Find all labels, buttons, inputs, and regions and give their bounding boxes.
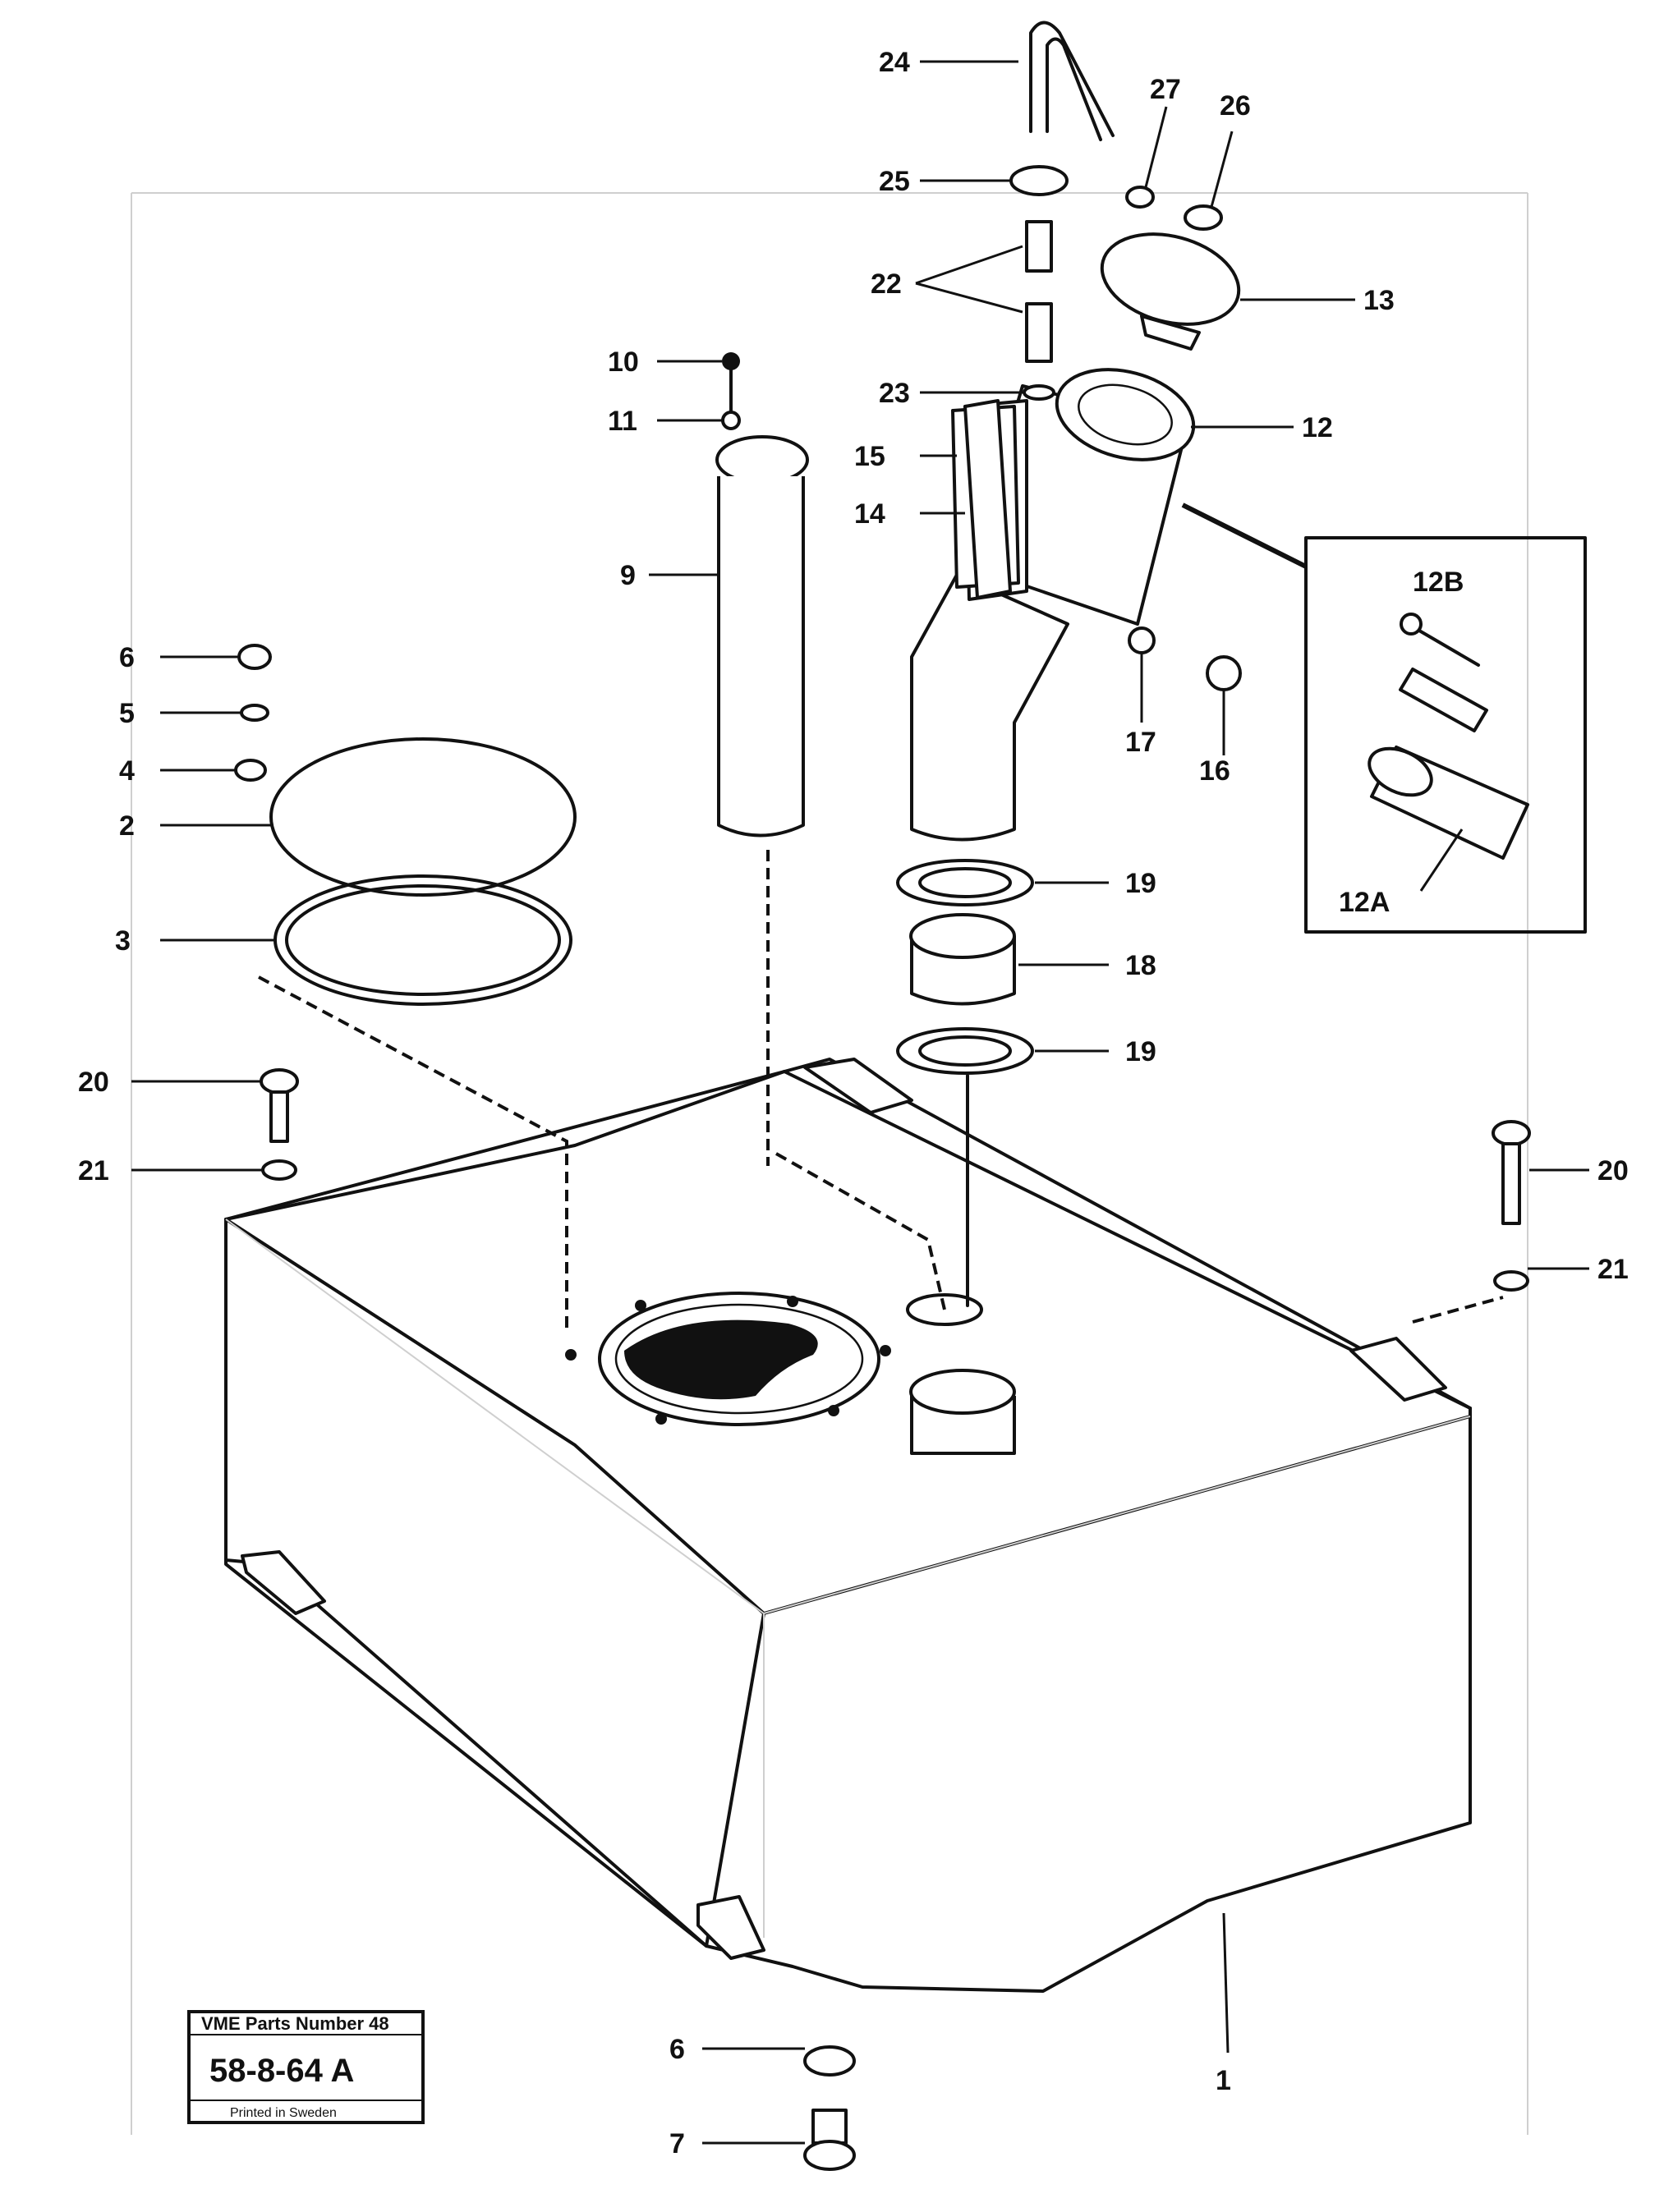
label-6: 6 xyxy=(119,642,135,673)
label-23: 23 xyxy=(879,378,910,409)
sealing-ring-19-bottom xyxy=(896,1027,1034,1307)
label-11: 11 xyxy=(608,406,637,437)
filler-pipe-12 xyxy=(910,368,1196,842)
label-7: 7 xyxy=(669,2128,685,2159)
inset-strainer-detail xyxy=(1181,503,1587,934)
gasket-14-15 xyxy=(963,399,1012,599)
nipples-22 xyxy=(1025,220,1053,363)
label-24: 24 xyxy=(879,47,910,78)
label-5: 5 xyxy=(119,698,135,729)
label-19-bottom: 19 xyxy=(1125,1036,1156,1067)
label-16: 16 xyxy=(1199,755,1230,787)
washer-27 xyxy=(1125,186,1155,209)
label-12b: 12B xyxy=(1413,567,1464,598)
callout-labels: 6 5 4 2 3 10 11 9 24 25 22 23 15 14 27 2… xyxy=(78,47,1629,2159)
sleeve-18 xyxy=(909,913,1016,1006)
label-22: 22 xyxy=(871,268,902,300)
label-21-left: 21 xyxy=(78,1155,109,1186)
nut-26 xyxy=(1184,204,1223,231)
label-6-bottom: 6 xyxy=(669,2034,685,2065)
label-3: 3 xyxy=(115,925,131,957)
sealing-ring-19-top xyxy=(896,859,1034,906)
screw-16 xyxy=(1206,655,1242,691)
label-20-left: 20 xyxy=(78,1067,109,1098)
label-18: 18 xyxy=(1125,950,1156,981)
drain-plug-7 xyxy=(803,2109,856,2171)
label-26: 26 xyxy=(1220,90,1251,122)
filler-cap-13 xyxy=(1100,232,1241,351)
washer-21-right xyxy=(1493,1270,1529,1292)
stamp-title: VME Parts Number 48 xyxy=(201,2013,389,2034)
nut-6 xyxy=(237,644,272,670)
bolt-20-left xyxy=(260,1068,299,1143)
seal-6-bottom xyxy=(803,2045,856,2077)
washer-21-left xyxy=(261,1159,297,1181)
bolt-20-right xyxy=(1492,1120,1531,1225)
label-27: 27 xyxy=(1150,74,1181,105)
label-10: 10 xyxy=(608,346,639,378)
label-21-right: 21 xyxy=(1597,1254,1629,1285)
drawing-stamp: VME Parts Number 48 58-8-64 A Printed in… xyxy=(187,2010,425,2124)
label-2: 2 xyxy=(119,810,135,842)
scan-border xyxy=(131,192,1528,2135)
stamp-code: 58-8-64 A xyxy=(209,2053,354,2089)
label-15: 15 xyxy=(854,441,885,472)
label-20-right: 20 xyxy=(1597,1155,1629,1186)
label-12a: 12A xyxy=(1339,887,1390,918)
label-9: 9 xyxy=(620,560,636,591)
clamp-25 xyxy=(1009,165,1069,196)
label-12: 12 xyxy=(1302,412,1333,443)
washer-17 xyxy=(1128,626,1156,654)
fuel-level-tube-9 xyxy=(715,352,809,1166)
washer-5 xyxy=(240,704,269,722)
washer-4 xyxy=(234,759,267,782)
gasket-23 xyxy=(1023,384,1055,401)
label-17: 17 xyxy=(1125,727,1156,758)
label-1: 1 xyxy=(1216,2065,1231,2096)
label-25: 25 xyxy=(879,166,910,197)
gasket-ring-2 xyxy=(269,737,577,897)
leader-lines xyxy=(131,60,1589,2145)
label-13: 13 xyxy=(1363,285,1395,316)
label-19-top: 19 xyxy=(1125,868,1156,899)
fuel-tank xyxy=(224,975,1504,1993)
label-4: 4 xyxy=(119,755,135,787)
hose-24 xyxy=(1029,21,1115,141)
stamp-footer: Printed in Sweden xyxy=(230,2106,337,2120)
label-14: 14 xyxy=(854,498,885,530)
